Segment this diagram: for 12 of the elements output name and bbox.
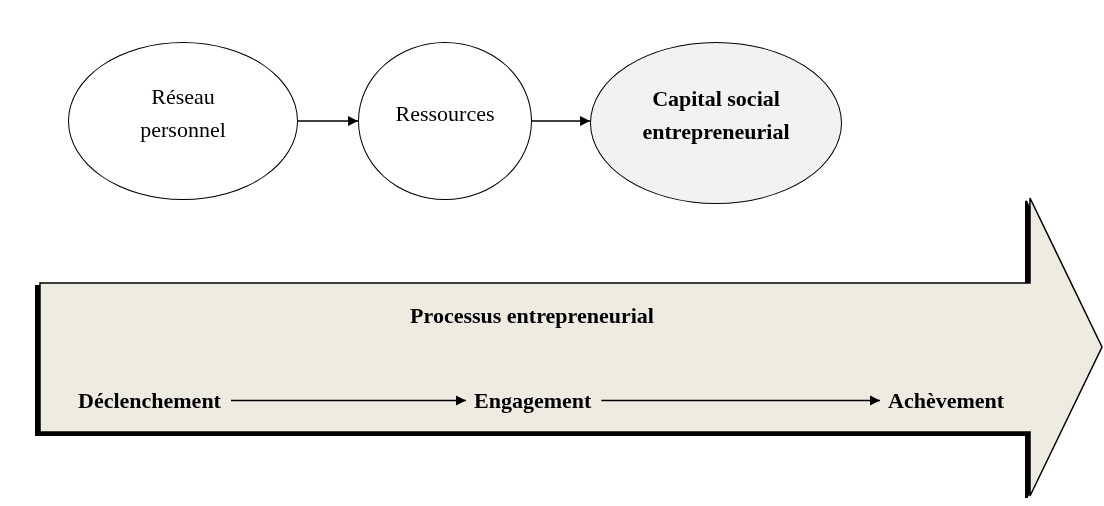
- node-text: Processus entrepreneurial: [410, 302, 654, 330]
- node-text: Engagement: [474, 387, 592, 415]
- node-text: Capital social entrepreneurial: [641, 85, 791, 146]
- arrow: [531, 115, 591, 127]
- node-text: Ressources: [395, 99, 495, 128]
- process-arrow: [34, 196, 1104, 498]
- arrow: [600, 395, 881, 406]
- node-text: Réseau personnel: [139, 83, 227, 144]
- node-text: Déclenchement: [78, 387, 221, 415]
- arrow: [230, 395, 467, 406]
- arrow: [297, 115, 359, 127]
- node-text: Achèvement: [888, 387, 1005, 415]
